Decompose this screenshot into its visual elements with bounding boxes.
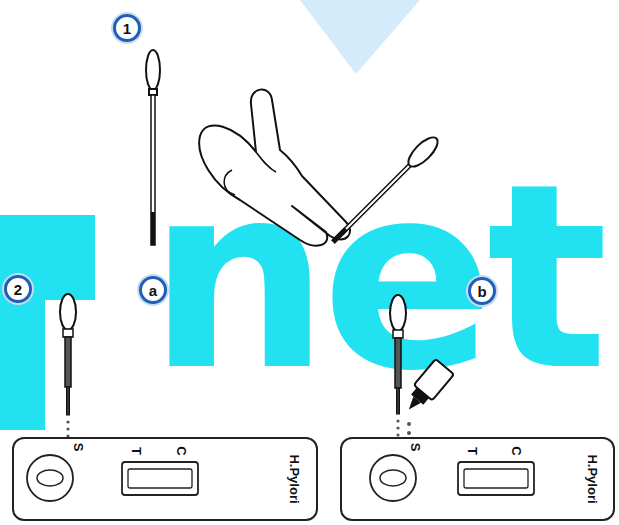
pipette-vertical	[146, 50, 160, 245]
sample-hole	[37, 470, 63, 486]
zone-label: T	[130, 447, 143, 455]
brand-label: H.Pylori	[586, 454, 599, 503]
callout-number: a	[149, 283, 157, 298]
sample-well	[27, 455, 73, 501]
drop	[407, 422, 411, 426]
sample-hole	[380, 470, 406, 486]
pipette-diagonal	[333, 133, 442, 242]
test-cassette: S T C H.Pylori	[12, 437, 318, 521]
buffer-bottle	[400, 359, 454, 417]
zone-label: C	[510, 446, 523, 455]
pipette-sample	[60, 294, 76, 445]
zone-label: C	[175, 446, 188, 455]
drop	[407, 431, 411, 435]
test-strip	[128, 469, 192, 488]
zone-label: S	[72, 443, 85, 452]
callout-number: 1	[123, 21, 131, 36]
result-window	[122, 462, 198, 495]
callout-circle: a	[139, 276, 167, 304]
watermark-triangle	[300, 0, 420, 74]
callout-circle: 1	[113, 14, 141, 42]
callout-number: b	[477, 284, 486, 299]
callout-circle: 2	[4, 275, 32, 303]
callout-circle: b	[468, 277, 496, 305]
cassette-parts	[12, 437, 318, 521]
callout-number: 2	[14, 282, 22, 297]
test-strip	[464, 469, 528, 488]
pipette-sample	[390, 295, 406, 444]
brand-label: H.Pylori	[288, 454, 301, 503]
zone-label: S	[409, 443, 422, 452]
zone-label: T	[466, 447, 479, 455]
result-window	[458, 462, 534, 495]
hand	[199, 89, 350, 245]
watermark-text: net	[148, 150, 600, 405]
watermark-stroke	[0, 215, 95, 430]
test-cassette: S T C H.Pylori	[340, 437, 615, 521]
sample-well	[370, 455, 416, 501]
